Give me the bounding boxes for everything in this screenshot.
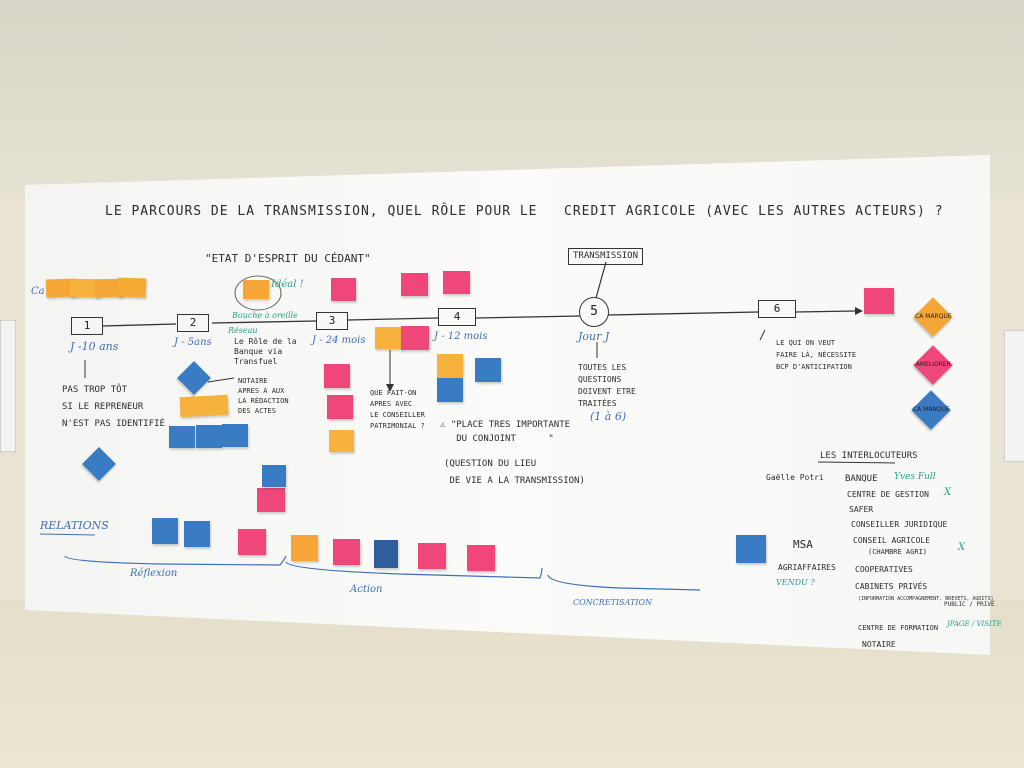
pas-trop-tot-note: PAS TROP TÔT SI LE REPRENEUR N'EST PAS I… — [62, 385, 165, 429]
sticky-note-blue — [169, 426, 195, 448]
interlocuteur-centre-formation: CENTRE DE FORMATION — [858, 624, 939, 632]
phase-action: Action — [350, 584, 383, 595]
legend-orange-label: CA MARQUE — [915, 313, 952, 321]
sticky-note-pink — [331, 278, 356, 301]
step-6-box: 6 — [758, 300, 796, 318]
ideal-note: Idéal ! — [271, 279, 304, 290]
sticky-note-pink — [864, 288, 894, 314]
step-3-box: 3 — [316, 312, 348, 330]
phase-concretisation: CONCRETISATION — [573, 598, 653, 607]
interlocuteur-banque-note: Yves Full — [894, 472, 936, 482]
step-4-box: 4 — [438, 308, 476, 326]
sticky-note-pink — [467, 545, 495, 571]
interlocuteurs-heading: LES INTERLOCUTEURS — [820, 451, 918, 461]
place-importante-note: ⚠ "PLACE TRES IMPORTANTE DU CONJOINT " — [440, 420, 571, 444]
sticky-note-orange — [329, 430, 354, 452]
sticky-note-blue — [262, 465, 286, 487]
transmission-box: TRANSMISSION — [568, 248, 644, 265]
interlocuteur-cabinets-note: PUBLIC / PRIVÉ — [944, 601, 995, 608]
interlocuteur-banque: BANQUE — [845, 474, 878, 484]
sticky-note-pink — [238, 529, 266, 555]
board-title: LE PARCOURS DE LA TRANSMISSION, QUEL RÔL… — [105, 204, 944, 219]
step-5-label: Jour J — [578, 330, 610, 343]
interlocuteur-notaire: NOTAIRE — [862, 640, 896, 649]
relations-label: RELATIONS — [40, 519, 109, 532]
interlocuteur-cooperatives: COOPERATIVES — [855, 565, 913, 574]
step-2-box: 2 — [177, 314, 209, 332]
phase-reflexion: Réflexion — [130, 568, 178, 579]
sticky-note-blue — [184, 521, 210, 547]
interlocuteur-conseil-agricole: CONSEIL AGRICOLE — [853, 536, 931, 545]
sticky-note-orange — [291, 535, 318, 561]
que-fait-on-note: QUE FAIT-ON APRES AVEC LE CONSEILLER PAT… — [370, 389, 425, 430]
sticky-note-pink — [257, 488, 285, 512]
sticky-note-blue — [196, 425, 222, 448]
interlocuteur-chambre-agri: (CHAMBRE AGRI) — [868, 548, 928, 556]
sticky-note-pink — [418, 543, 446, 569]
state-of-mind-label: "ETAT D'ESPRIT DU CÉDANT" — [205, 252, 371, 265]
interlocuteur-formation-note: JPAGE / VISITE — [947, 620, 1002, 628]
sticky-note-orange — [243, 280, 269, 299]
interlocuteur-centre-mark: X — [944, 487, 952, 498]
role-banque-note: Le Rôle de la Banque via Transfuel — [234, 337, 297, 366]
interlocuteur-conseiller-juridique: CONSEILLER JURIDIQUE — [851, 520, 948, 529]
interlocuteur-cabinets-details: (INFORMATION ACCOMPAGNEMENT, BREVETS, AU… — [858, 596, 994, 602]
sticky-note-blue — [736, 535, 766, 563]
sticky-note-orange — [375, 327, 403, 349]
interlocuteurs-msa: MSA — [793, 538, 813, 551]
sticky-note-pink — [401, 273, 428, 296]
step-2-label: J - 5ans — [174, 337, 212, 348]
sticky-note-blue — [475, 358, 501, 382]
interlocuteurs-left-note: Gaëlle Potri — [766, 473, 824, 482]
step-5-circle: 5 — [579, 297, 609, 327]
sticky-note-blue — [374, 540, 398, 568]
notaire-note: NOTAIRE APRES A AUX LA RÉDACTION DES ACT… — [238, 377, 289, 415]
sticky-note-pink — [443, 271, 470, 294]
step-1-label: J -10 ans — [70, 340, 119, 353]
sticky-note-blue — [152, 518, 178, 544]
sticky-note-orange — [437, 354, 463, 378]
un-a-six-note: (1 à 6) — [590, 410, 627, 423]
step-3-label: J - 24 mois — [312, 335, 366, 346]
ca-label: Ca — [31, 286, 45, 297]
sticky-note-pink — [333, 539, 360, 565]
sticky-note-blue — [222, 424, 248, 447]
sticky-note-blue — [437, 378, 463, 402]
bouche-oreille-note: Bouche à oreille — [232, 311, 298, 320]
left-panel-edge — [0, 320, 16, 452]
interlocuteur-conseil-mark: X — [958, 542, 966, 553]
legend-blue-label: CA MANQUE — [912, 406, 950, 414]
sticky-note-pink — [401, 326, 429, 350]
sticky-note-pink — [324, 364, 350, 388]
sticky-note-pink — [327, 395, 353, 419]
interlocuteurs-agriaffaires: AGRIAFFAIRES — [778, 563, 836, 572]
interlocuteur-centre-gestion: CENTRE DE GESTION — [847, 490, 929, 499]
question-lieu-note: (QUESTION DU LIEU DE VIE A LA TRANSMISSI… — [444, 459, 585, 486]
interlocuteur-cabinets-prives: CABINETS PRIVÉS — [855, 582, 928, 591]
interlocuteurs-vendu: VENDU ? — [776, 578, 815, 587]
interlocuteur-safer: SAFER — [849, 505, 874, 514]
right-panel-edge — [1004, 330, 1024, 462]
toutes-questions-note: TOUTES LES QUESTIONS DOIVENT ETRE TRAITÉ… — [578, 363, 636, 408]
sticky-note-orange — [117, 277, 147, 298]
step-4-label: J - 12 mois — [434, 331, 488, 342]
reseau-note: Réseau — [228, 326, 258, 335]
le-qui-on-veut-note: LE QUI ON VEUT FAIRE LÀ, NÉCESSITE BCP D… — [776, 339, 857, 371]
step-1-box: 1 — [71, 317, 103, 335]
sticky-note-orange — [179, 394, 229, 418]
legend-pink-label: AMELIORER — [915, 361, 951, 369]
